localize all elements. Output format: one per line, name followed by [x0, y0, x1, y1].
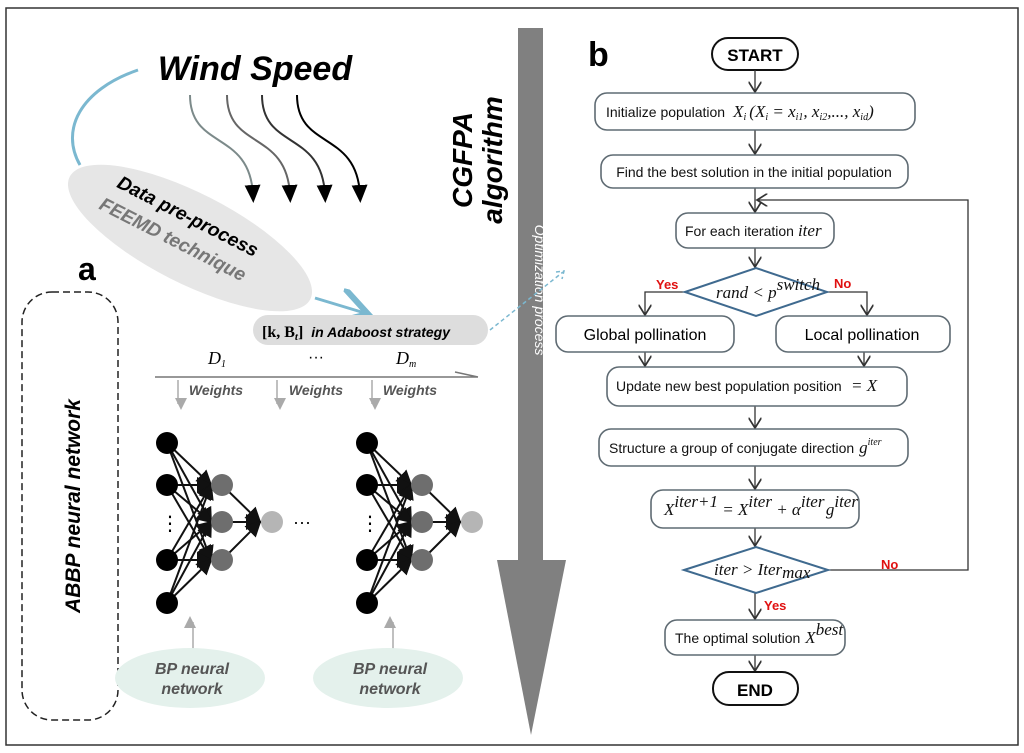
abbp-label: ABBP neural network: [62, 398, 85, 614]
no-label: No: [834, 276, 851, 291]
no-label: No: [881, 557, 898, 572]
d1-label: D1: [207, 348, 226, 370]
global-pollination-step: [555, 315, 735, 353]
formula-step: [650, 489, 860, 529]
wind-arrow-icon: [261, 94, 333, 203]
blue-arrow-icon: [314, 298, 368, 314]
update-step: [606, 366, 908, 407]
start-label: START: [727, 46, 783, 65]
structure-label: Structure a group of conjugate direction…: [609, 437, 882, 457]
end-label: END: [737, 681, 773, 700]
network-vertical-dots: ⋮: [360, 511, 380, 535]
bp-label: network: [359, 681, 421, 698]
adaboost-label: [k, Bt] in Adaboost strategy: [262, 324, 451, 343]
hidden-node: [211, 511, 233, 533]
panel-b-flowchart: b START Initialize population Xi(Xi = xi…: [555, 36, 969, 706]
switch-condition: rand < pswitch: [716, 275, 820, 302]
hidden-node: [411, 549, 433, 571]
bp-label: BP neural: [353, 661, 428, 678]
wind-speed-title: Wind Speed: [158, 50, 353, 88]
network-edge: [366, 442, 414, 562]
weights-label: Weights: [289, 382, 343, 398]
switch-decision: [681, 266, 831, 318]
dots-label: ···: [308, 349, 324, 366]
dm-label: Dm: [395, 348, 416, 370]
wind-arrow-icon: [226, 94, 298, 203]
figure-border: [5, 7, 1019, 746]
input-node: [156, 432, 178, 454]
network-edge: [166, 483, 214, 604]
network-edge: [366, 483, 414, 604]
input-node: [156, 592, 178, 614]
input-node: [356, 592, 378, 614]
blue-curve: [71, 68, 139, 166]
wind-arrow-icon: [296, 94, 368, 203]
hidden-node: [211, 549, 233, 571]
hidden-node: [411, 511, 433, 533]
dashed-link-arrow: [489, 270, 565, 331]
optimal-step: [664, 619, 846, 656]
panel-b-label: b: [588, 36, 609, 74]
init-label: Initialize population Xi(Xi = xi1, xi2,.…: [606, 102, 874, 123]
termination-condition: iter > Itermax: [714, 560, 811, 582]
neural-network: ⋮: [156, 432, 283, 614]
update-label: Update new best population position = X: [616, 376, 878, 395]
weights-label: Weights: [189, 382, 243, 398]
abbp-dashed-box: [21, 291, 119, 721]
bp-ellipse: [115, 648, 265, 708]
neural-network: ⋮: [356, 432, 483, 614]
end-node: [712, 671, 799, 706]
weights-label: Weights: [383, 382, 437, 398]
input-node: [356, 432, 378, 454]
global-label: Global pollination: [584, 327, 707, 344]
hidden-node: [411, 474, 433, 496]
algorithm-label: algorithm: [477, 96, 508, 224]
adaboost-pill: [253, 315, 488, 345]
bp-label: BP neural: [155, 661, 230, 678]
optimization-column: Optimization process CGFPA algorithm: [447, 28, 566, 735]
yes-label: Yes: [764, 598, 786, 613]
wind-arrow-icon: [189, 94, 261, 203]
optimization-arrow-shaft: [518, 28, 543, 563]
local-label: Local pollination: [805, 327, 920, 344]
termination-decision: [680, 545, 832, 595]
find-step: [600, 154, 909, 189]
network-edge: [166, 442, 214, 562]
yes-label: Yes: [656, 277, 678, 292]
network-edge: [166, 520, 212, 604]
structure-step: [598, 428, 909, 467]
panel-a-label: a: [78, 251, 96, 287]
init-step: [594, 92, 916, 131]
network-dots: ···: [293, 512, 311, 532]
local-pollination-step: [775, 315, 951, 353]
wind-arrows: [189, 94, 368, 203]
input-node: [356, 474, 378, 496]
input-node: [156, 474, 178, 496]
find-label: Find the best solution in the initial po…: [616, 164, 892, 180]
input-node: [156, 549, 178, 571]
weights-axis: [155, 371, 479, 378]
network-edge: [366, 520, 412, 604]
cgfpa-label: CGFPA: [447, 112, 478, 208]
bp-label: network: [161, 681, 223, 698]
hidden-node: [211, 474, 233, 496]
input-node: [356, 549, 378, 571]
output-node: [261, 511, 283, 533]
panel-a: Wind Speed Data pre-process FEEMD techni…: [21, 50, 488, 721]
preprocess-ellipse: [67, 164, 313, 312]
optimization-arrow-head: [497, 560, 566, 735]
output-node: [461, 511, 483, 533]
iteration-step: [675, 212, 835, 249]
network-vertical-dots: ⋮: [160, 511, 180, 535]
bp-ellipse: [313, 648, 463, 708]
